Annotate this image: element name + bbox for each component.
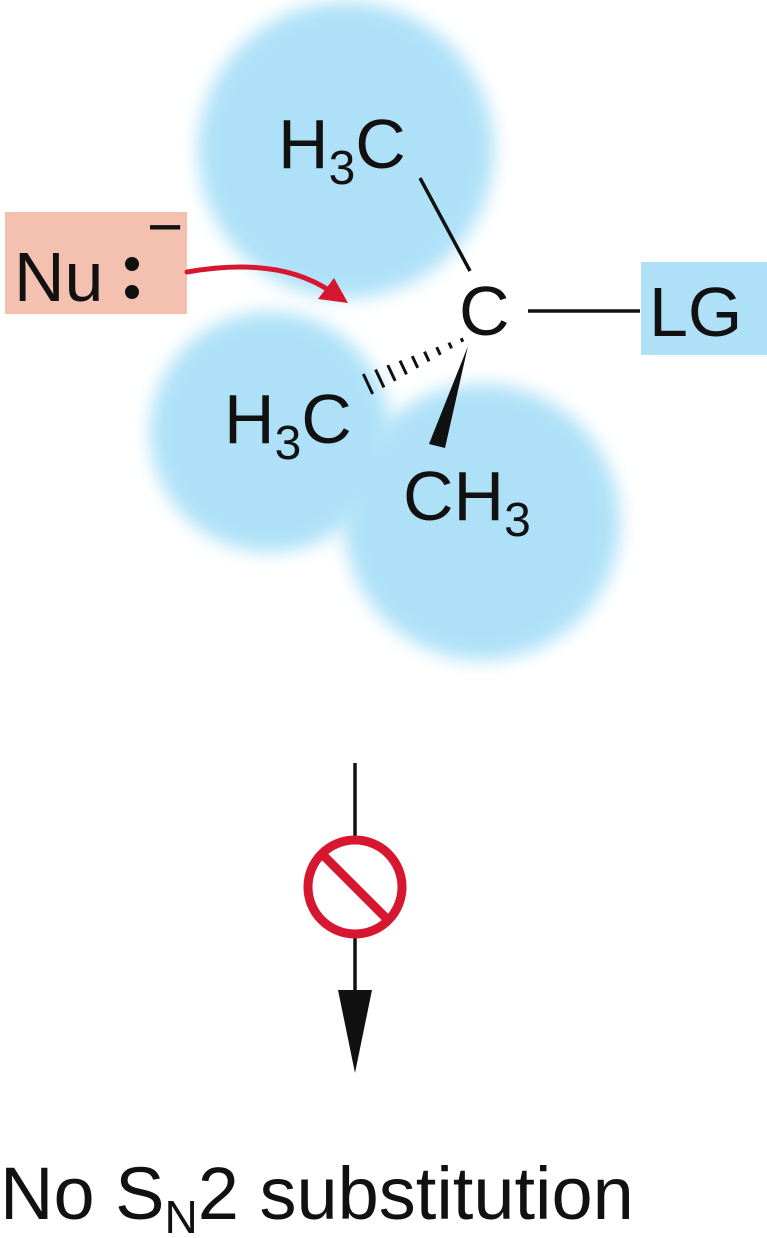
hashed-bond-segment	[435, 346, 442, 356]
hashed-bond-segment	[398, 359, 408, 376]
no-entry-icon	[303, 835, 407, 939]
steric-bubbles	[150, 2, 620, 660]
nucleophile-label: Nu	[14, 238, 103, 316]
leaving-group-label: LG	[649, 273, 742, 351]
methyl-left: H3C	[224, 380, 352, 470]
nucleophile-charge: −	[147, 193, 183, 262]
hashed-bond-segment	[361, 373, 375, 395]
wedge-bond	[429, 346, 468, 448]
steric-bubble-top-methyl	[198, 2, 494, 298]
caption: No SN2 substitution	[0, 1152, 634, 1238]
hashed-bond-segment	[459, 337, 465, 343]
hashed-bond	[361, 337, 465, 395]
hashed-bond-segment	[386, 364, 397, 382]
lone-pair-dots-icon	[125, 257, 139, 299]
hashed-bond-segment	[410, 355, 420, 369]
hashed-bond-segment	[423, 350, 431, 363]
bond-top	[418, 177, 472, 272]
hashed-bond-segment	[447, 342, 453, 349]
steric-bubble-left-methyl	[150, 312, 390, 552]
down-arrow-icon	[338, 763, 372, 1073]
methyl-top: H3C	[278, 105, 406, 195]
leaving-group-box	[641, 262, 767, 355]
central-carbon: C	[459, 272, 510, 350]
methyl-bottom: CH3	[403, 457, 531, 547]
hashed-bond-segment	[374, 368, 386, 389]
bonds	[361, 177, 640, 448]
steric-bubble-bottom-methyl	[344, 384, 620, 660]
curved-arrow-icon	[184, 264, 348, 303]
nucleophile-box	[5, 212, 187, 314]
